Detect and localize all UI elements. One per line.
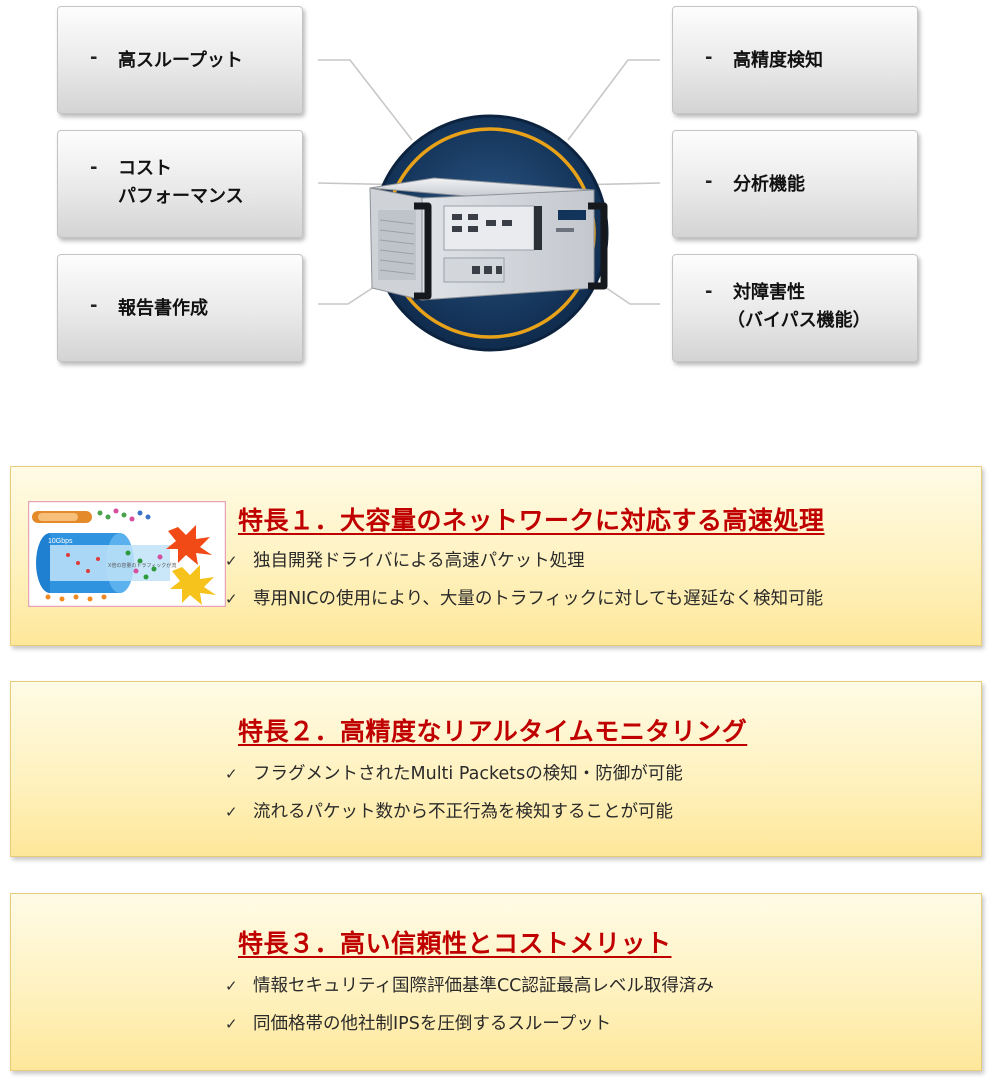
feature-box-cost-performance: - コスト パフォーマンス	[57, 130, 303, 238]
thumbnail-tube-label: 10Gbps	[48, 538, 73, 545]
check-icon: ✓	[225, 803, 238, 821]
high-speed-traffic-illustration: 10Gbps X倍の容量のトラフィックが流	[28, 501, 226, 607]
check-icon: ✓	[225, 552, 238, 570]
feature-label: 高スループット	[118, 50, 243, 71]
bullet-item: ✓情報セキュリティ国際評価基準CC認証最高レベル取得済み	[225, 976, 714, 996]
check-icon: ✓	[225, 977, 238, 995]
check-icon: ✓	[225, 590, 238, 608]
bullet-item: ✓流れるパケット数から不正行為を検知することが可能	[225, 802, 673, 822]
feature-box-analysis: - 分析機能	[672, 130, 918, 238]
feature-box-throughput: - 高スループット	[57, 6, 303, 114]
highlight-title: 特長１．大容量のネットワークに対応する高速処理	[238, 506, 825, 535]
check-icon: ✓	[225, 1015, 238, 1033]
ips-appliance-illustration	[369, 114, 609, 352]
bullet-item: ✓同価格帯の他社制IPSを圧倒するスループット	[225, 1014, 612, 1034]
feature-box-fault-tolerance: - 対障害性 （バイパス機能）	[672, 254, 918, 362]
feature-label: 分析機能	[733, 174, 805, 195]
feature-label: 高精度検知	[733, 50, 823, 71]
thumbnail-caption: X倍の容量のトラフィックが流	[108, 562, 176, 569]
check-icon: ✓	[225, 765, 238, 783]
highlight-panel-2: 特長２．高精度なリアルタイムモニタリング ✓フラグメントされたMulti Pac…	[10, 681, 982, 857]
feature-label: 対障害性	[733, 282, 805, 303]
feature-label: （バイパス機能）	[727, 310, 871, 331]
bullet-item: ✓独自開発ドライバによる高速パケット処理	[225, 551, 585, 571]
highlight-panel-3: 特長３．高い信頼性とコストメリット ✓情報セキュリティ国際評価基準CC認証最高レ…	[10, 893, 982, 1071]
feature-box-accuracy: - 高精度検知	[672, 6, 918, 114]
feature-box-report: - 報告書作成	[57, 254, 303, 362]
highlight-panel-1: 10Gbps X倍の容量のトラフィックが流 特長１．大容量のネットワークに対応す…	[10, 466, 982, 646]
feature-label: 報告書作成	[118, 298, 208, 319]
highlight-title: 特長２．高精度なリアルタイムモニタリング	[238, 717, 748, 746]
highlight-title: 特長３．高い信頼性とコストメリット	[238, 929, 672, 958]
feature-label: パフォーマンス	[118, 186, 244, 207]
bullet-item: ✓専用NICの使用により、大量のトラフィックに対しても遅延なく検知可能	[225, 589, 824, 609]
connector-lines	[317, 57, 661, 307]
bullet-item: ✓フラグメントされたMulti Packetsの検知・防御が可能	[225, 764, 683, 784]
feature-label: コスト	[118, 158, 172, 179]
